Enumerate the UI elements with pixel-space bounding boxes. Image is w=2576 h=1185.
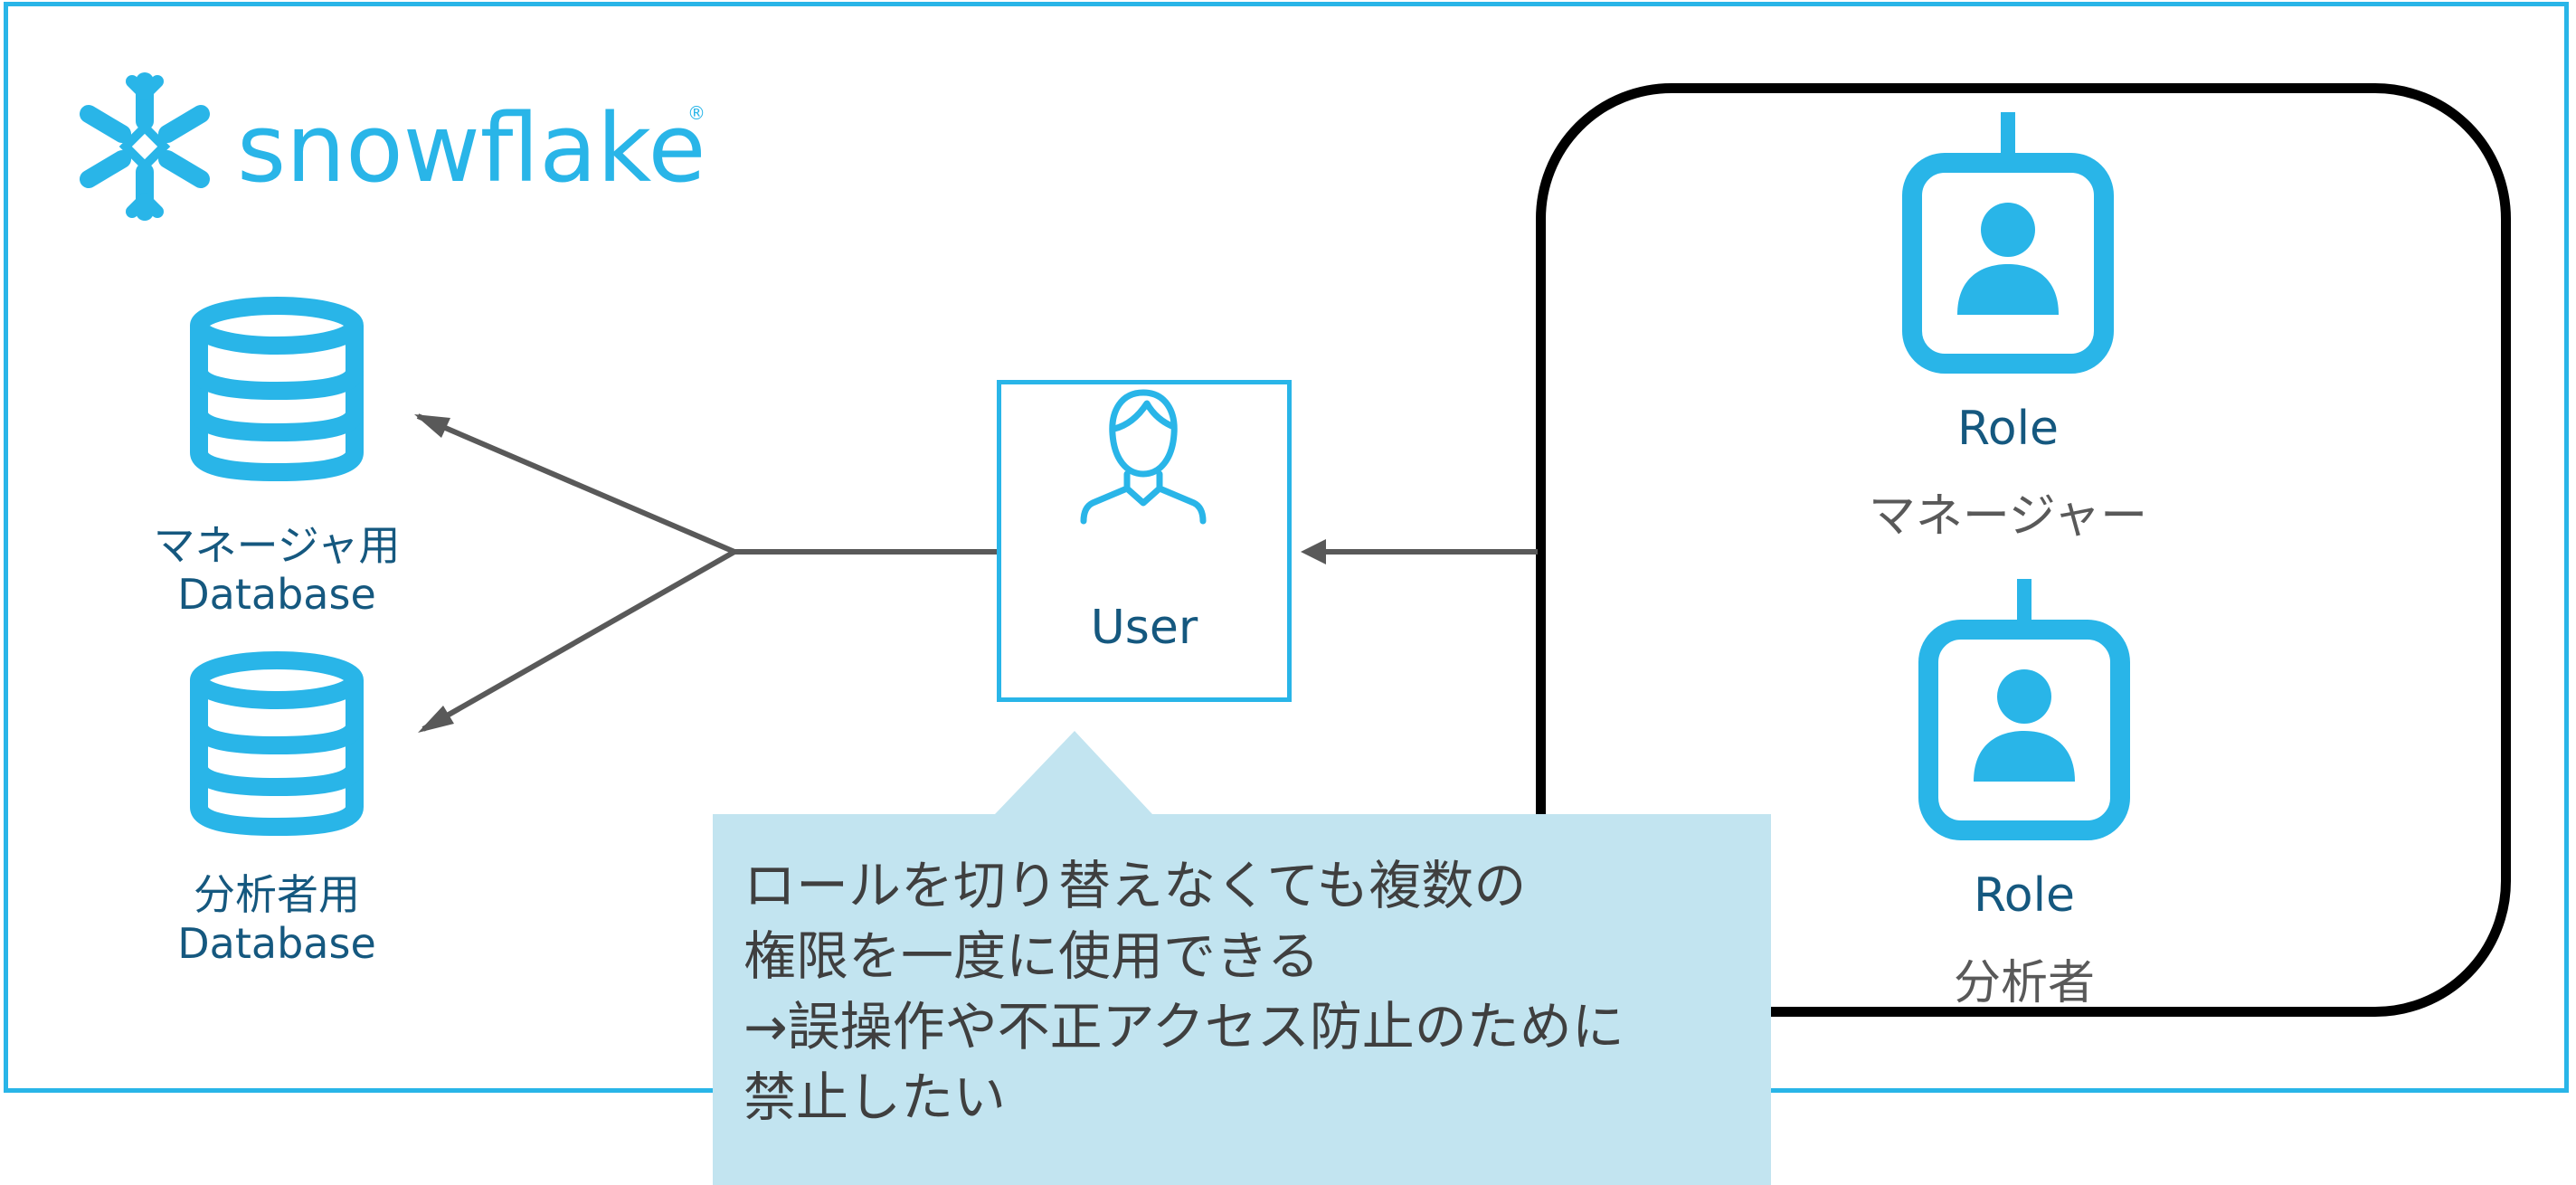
database-icon [190, 297, 364, 482]
arrow-head-user [1301, 539, 1326, 564]
arrow-to-manager-db [416, 413, 736, 555]
role-manager-title: Role [1956, 402, 2060, 456]
database-icon [190, 651, 364, 837]
callout-line: 権限を一度に使用できる [743, 925, 1320, 987]
analyst-db-label-line1: 分析者用 [194, 870, 360, 919]
role-badge-icon [1902, 112, 2114, 374]
logo-wordmark: snowflake [237, 93, 706, 204]
role-analyst-title: Role [1973, 868, 2076, 923]
registered-mark: ® [687, 102, 706, 124]
arrow-to-analyst-db [421, 549, 736, 732]
manager-db-label-line2: Database [177, 570, 376, 619]
role-badge-icon [1918, 579, 2130, 840]
user-label: User [1090, 601, 1198, 655]
snowflake-icon [80, 72, 210, 221]
callout-line: ロールを切り替えなくても複数の [743, 855, 1527, 916]
role-manager-name: マネージャー [1868, 489, 2148, 544]
user-node [997, 380, 1292, 702]
callout-text: ロールを切り替えなくても複数の 権限を一度に使用できる →誤操作や不正アクセス防… [743, 850, 1757, 1133]
user-icon [1080, 389, 1207, 525]
role-analyst-name: 分析者 [1953, 956, 2095, 1010]
callout-line: →誤操作や不正アクセス防止のために [743, 996, 1624, 1057]
arrow-head-analyst-db [418, 706, 454, 733]
snowflake-logo: snowflake ® [80, 72, 706, 221]
callout-line: 禁止したい [743, 1066, 1007, 1128]
arrow-head-manager-db [414, 414, 450, 438]
manager-db-label: マネージャ用 Database [96, 521, 458, 619]
manager-db-label-line1: マネージャ用 [153, 521, 401, 570]
analyst-db-label-line2: Database [177, 919, 376, 968]
analyst-db-label: 分析者用 Database [96, 870, 458, 968]
